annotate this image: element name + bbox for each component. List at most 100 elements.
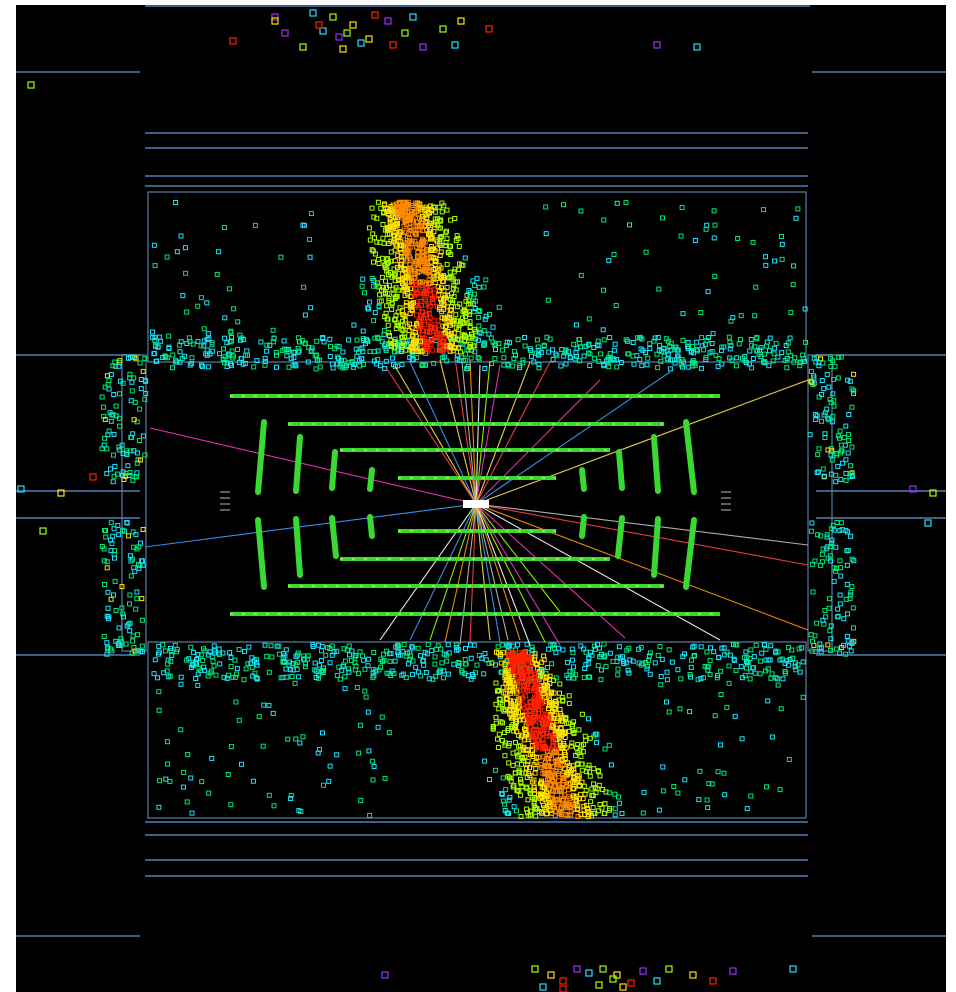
- calo-hit-right-endcap: [827, 396, 833, 402]
- muon-hit-bottom: [599, 965, 607, 973]
- calo-hit-upper-band: [189, 360, 195, 366]
- calo-hit-lower-jet: [502, 801, 508, 807]
- calo-hit-upper-band: [727, 339, 733, 345]
- calo-hit-upper-band: [229, 348, 235, 354]
- muon-hit-bottom: [573, 965, 581, 973]
- calo-hit-lower-jet: [523, 770, 529, 776]
- calo-hit-lower-band: [455, 646, 461, 652]
- calo-hit-upper-band: [407, 354, 413, 360]
- calo-hit-right-endcap: [811, 375, 817, 381]
- calo-hit-lower-band: [748, 669, 754, 675]
- calo-hit-upper-jet: [455, 267, 461, 273]
- calo-hit-upper-jet: [360, 328, 366, 334]
- calo-hit-lower-jet: [502, 753, 508, 759]
- calo-hit-upper-band: [199, 364, 205, 370]
- calo-hit-upper-jet: [451, 330, 457, 336]
- calo-hit-upper-band: [728, 343, 734, 349]
- calo-hit-lower-jet: [575, 803, 581, 809]
- calo-hit-lower-band: [210, 658, 216, 664]
- calo-hit-upper-jet: [443, 240, 449, 245]
- calo-hit-lower-jet: [495, 736, 500, 742]
- calo-hit-lower-band: [620, 654, 625, 660]
- calo-hit-upper-jet: [413, 232, 419, 238]
- calo-hit-left-endcap: [118, 636, 124, 642]
- calo-hit-right-endcap: [807, 432, 813, 438]
- calo-hit-lower-jet: [575, 773, 581, 779]
- calo-hit-lower-band: [193, 676, 199, 681]
- calo-hit-upper-band: [647, 341, 653, 347]
- calo-hit-lower-jet: [504, 695, 510, 701]
- calo-hit-lower-band: [329, 643, 335, 649]
- calo-hit-upper-band: [431, 360, 437, 366]
- calo-hit-lower-band: [201, 646, 206, 652]
- calo-hit-left-endcap: [134, 450, 140, 456]
- calo-hit-upper-jet: [437, 241, 443, 247]
- calo-hit-lower-band: [601, 641, 607, 647]
- calo-hit-left-endcap: [115, 523, 121, 528]
- calo-hit-lower-jet: [522, 666, 528, 672]
- calo-hit-lower-scatter: [270, 710, 276, 716]
- calo-hit-lower-band: [188, 644, 194, 650]
- calo-hit-lower-scatter: [326, 778, 332, 784]
- calo-hit-upper-jet: [374, 239, 380, 245]
- calo-hit-lower-jet: [571, 785, 577, 791]
- calo-hit-lower-band: [400, 671, 406, 677]
- calo-hit-lower-band: [551, 642, 557, 648]
- calo-hit-lower-band: [462, 657, 468, 662]
- calo-hit-upper-band: [694, 348, 700, 354]
- calo-hit-lower-jet: [516, 678, 522, 684]
- calo-hit-upper-scatter: [201, 326, 207, 332]
- calo-hit-lower-jet: [566, 765, 572, 770]
- calo-hit-lower-jet: [532, 797, 537, 803]
- calo-hit-lower-band: [646, 658, 652, 664]
- calo-hit-lower-scatter: [369, 758, 375, 764]
- calo-hit-lower-jet: [493, 680, 499, 686]
- calo-hit-lower-band: [743, 649, 749, 655]
- calo-hit-upper-jet: [409, 238, 415, 244]
- calo-hit-upper-band: [658, 359, 664, 365]
- calo-hit-left-endcap: [124, 452, 130, 458]
- calo-hit-right-endcap: [808, 528, 814, 534]
- calo-hit-upper-band: [563, 347, 569, 353]
- calo-hit-lower-jet: [566, 693, 572, 699]
- calo-hit-upper-scatter: [613, 303, 619, 308]
- calo-hit-lower-band: [647, 671, 653, 677]
- calo-hit-left-endcap: [130, 431, 136, 437]
- calo-hit-upper-scatter: [152, 263, 158, 269]
- calo-hit-right-endcap: [837, 558, 843, 564]
- calo-hit-lower-jet: [566, 720, 571, 726]
- calo-hit-lower-jet: [497, 696, 503, 702]
- calo-hit-left-endcap: [102, 581, 107, 587]
- calo-hit-lower-band: [581, 646, 587, 652]
- calo-hit-upper-band: [657, 342, 663, 348]
- calo-hit-right-endcap: [834, 452, 840, 458]
- calo-hit-right-endcap: [812, 558, 818, 564]
- calo-hit-right-endcap: [825, 642, 831, 648]
- calo-hit-lower-jet: [542, 785, 547, 791]
- calo-hit-right-endcap: [838, 354, 844, 360]
- calo-hit-lower-band: [455, 660, 461, 665]
- calo-hit-lower-jet: [606, 790, 612, 796]
- calo-hit-lower-jet: [560, 697, 566, 703]
- calo-hit-upper-band: [295, 346, 301, 351]
- calo-hit-upper-jet: [409, 301, 415, 307]
- calo-hit-upper-scatter: [752, 313, 758, 319]
- calo-hit-upper-band: [285, 348, 291, 354]
- calo-hit-lower-jet: [510, 650, 516, 655]
- calo-hit-upper-band: [701, 347, 707, 353]
- calo-hit-lower-jet: [513, 704, 519, 710]
- calo-hit-lower-scatter: [363, 694, 369, 700]
- calo-hit-upper-band: [238, 337, 243, 343]
- calo-hit-lower-band: [190, 649, 196, 655]
- calo-hit-lower-band: [595, 663, 601, 669]
- calo-hit-lower-jet: [593, 790, 599, 796]
- calo-hit-lower-scatter: [367, 812, 373, 818]
- calo-hit-lower-jet: [575, 806, 581, 812]
- calo-hit-upper-band: [264, 348, 270, 354]
- calo-hit-lower-band: [422, 649, 428, 655]
- muon-hit-side: [17, 485, 25, 493]
- calo-hit-upper-jet: [417, 201, 423, 207]
- calo-hit-upper-jet: [444, 228, 449, 234]
- calorimeter-boundaries: [121, 191, 833, 819]
- calo-hit-upper-jet: [376, 261, 382, 266]
